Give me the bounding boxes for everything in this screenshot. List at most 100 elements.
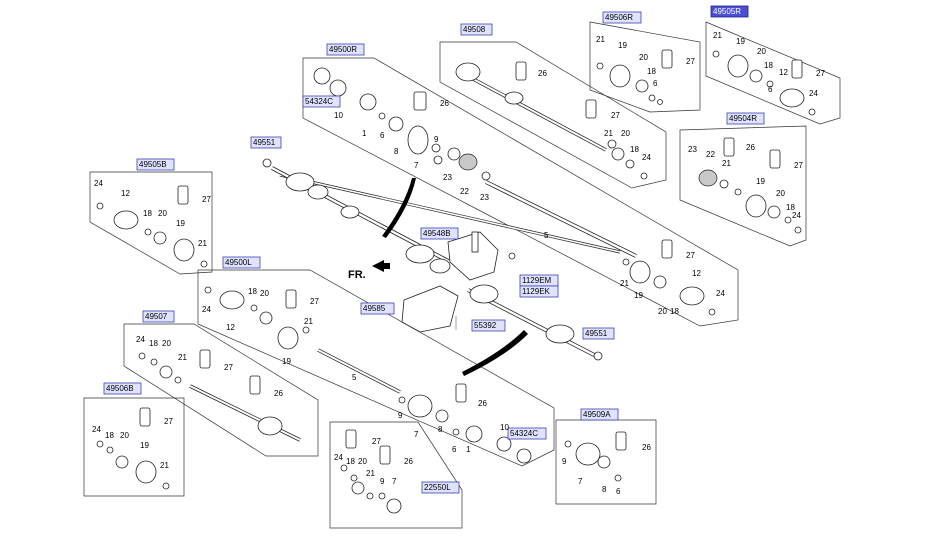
part-number: 19 — [176, 219, 185, 228]
callout-54324C-top[interactable]: 54324C — [305, 97, 333, 106]
part-number: 26 — [538, 69, 547, 78]
callout-49506B[interactable]: 49506B — [106, 384, 134, 393]
part-number: 19 — [736, 37, 745, 46]
part-number: 5 — [352, 373, 357, 382]
part-number: 20 — [639, 53, 648, 62]
part-number: 21 — [198, 239, 207, 248]
part-number: 26 — [478, 399, 487, 408]
callout-1129EM[interactable]: 1129EM — [522, 276, 552, 285]
part-number: 7 — [578, 477, 583, 486]
part-number: 18 — [786, 203, 795, 212]
part-number: 18 — [764, 61, 773, 70]
part-number: 12 — [121, 189, 130, 198]
part-number: 6 — [380, 131, 385, 140]
part-number: 27 — [686, 57, 695, 66]
part-number: 6 — [768, 85, 773, 94]
callout-54324C-bot[interactable]: 54324C — [510, 429, 538, 438]
part-number: 21 — [160, 461, 169, 470]
callout-49551-top[interactable]: 49551 — [253, 138, 276, 147]
part-number: 18 — [630, 145, 639, 154]
part-number: 19 — [140, 441, 149, 450]
part-number: 20 — [658, 307, 667, 316]
part-number: 9 — [434, 135, 439, 144]
part-number: 27 — [816, 69, 825, 78]
part-numbers: 21 19 20 18 12 27 24 6 21 19 20 18 27 6 … — [92, 31, 825, 496]
forward-arrow-icon — [372, 260, 390, 272]
part-number: 18 — [143, 209, 152, 218]
part-number: 20 — [158, 209, 167, 218]
callout-49505R[interactable]: 49505R — [713, 7, 741, 16]
part-number: 6 — [653, 79, 658, 88]
part-number: 23 — [443, 173, 452, 182]
part-number: 24 — [92, 425, 101, 434]
callout-49548B[interactable]: 49548B — [423, 229, 451, 238]
part-number: 24 — [809, 89, 818, 98]
part-number: 20 — [260, 289, 269, 298]
part-number: 8 — [394, 147, 399, 156]
part-number: 20 — [162, 339, 171, 348]
callout-49504R[interactable]: 49504R — [729, 114, 757, 123]
part-number: 12 — [226, 323, 235, 332]
part-number: 9 — [380, 477, 385, 486]
part-number: 21 — [620, 279, 629, 288]
part-number: 21 — [304, 317, 313, 326]
part-number: 7 — [414, 161, 419, 170]
part-number: 23 — [480, 193, 489, 202]
part-number: 1 — [466, 445, 471, 454]
callout-49506R[interactable]: 49506R — [605, 13, 633, 22]
part-number: 18 — [647, 67, 656, 76]
part-number: 21 — [722, 159, 731, 168]
part-number: 12 — [692, 269, 701, 278]
callout-55392[interactable]: 55392 — [474, 321, 497, 330]
part-number: 22 — [706, 150, 715, 159]
part-number: 18 — [149, 339, 158, 348]
part-number: 24 — [792, 211, 801, 220]
callout-49509A[interactable]: 49509A — [583, 410, 611, 419]
part-number: 27 — [794, 161, 803, 170]
part-number: 27 — [686, 251, 695, 260]
callout-49551-bot[interactable]: 49551 — [585, 329, 608, 338]
part-number: 9 — [562, 457, 567, 466]
part-number: 24 — [334, 453, 343, 462]
part-number: 19 — [634, 291, 643, 300]
part-number: 20 — [776, 189, 785, 198]
callout-49507[interactable]: 49507 — [145, 312, 168, 321]
callout-1129EK[interactable]: 1129EK — [522, 287, 551, 296]
part-number: 23 — [688, 145, 697, 154]
part-number: 12 — [779, 68, 788, 77]
part-number: 24 — [136, 335, 145, 344]
part-number: 8 — [438, 425, 443, 434]
callout-labels: 49505R 49506R 49508 49500R 54324C 49504R… — [103, 5, 765, 494]
part-number: 7 — [392, 477, 397, 486]
part-number: 18 — [346, 457, 355, 466]
part-number: 24 — [202, 305, 211, 314]
part-number: 24 — [642, 153, 651, 162]
part-number: 1 — [362, 129, 367, 138]
part-number: 19 — [618, 41, 627, 50]
part-number: 26 — [274, 389, 283, 398]
part-number: 26 — [440, 99, 449, 108]
part-number: 27 — [611, 111, 620, 120]
callout-49585[interactable]: 49585 — [363, 304, 386, 313]
callout-22550L[interactable]: 22550L — [424, 483, 451, 492]
part-number: 27 — [224, 363, 233, 372]
callout-49505B[interactable]: 49505B — [139, 160, 167, 169]
callout-49500R[interactable]: 49500R — [329, 45, 357, 54]
part-number: 24 — [716, 289, 725, 298]
part-number: 18 — [105, 431, 114, 440]
part-number: 27 — [310, 297, 319, 306]
part-number: 20 — [120, 431, 129, 440]
part-number: 21 — [604, 129, 613, 138]
part-number: 5 — [544, 231, 549, 240]
part-number: 27 — [202, 195, 211, 204]
part-number: 27 — [164, 417, 173, 426]
part-number: 27 — [372, 437, 381, 446]
part-number: 7 — [414, 430, 419, 439]
part-number: 21 — [178, 353, 187, 362]
callout-49508[interactable]: 49508 — [463, 25, 486, 34]
part-number: 10 — [334, 111, 343, 120]
part-number: 21 — [713, 31, 722, 40]
part-number: 20 — [621, 129, 630, 138]
callout-49500L[interactable]: 49500L — [225, 258, 252, 267]
